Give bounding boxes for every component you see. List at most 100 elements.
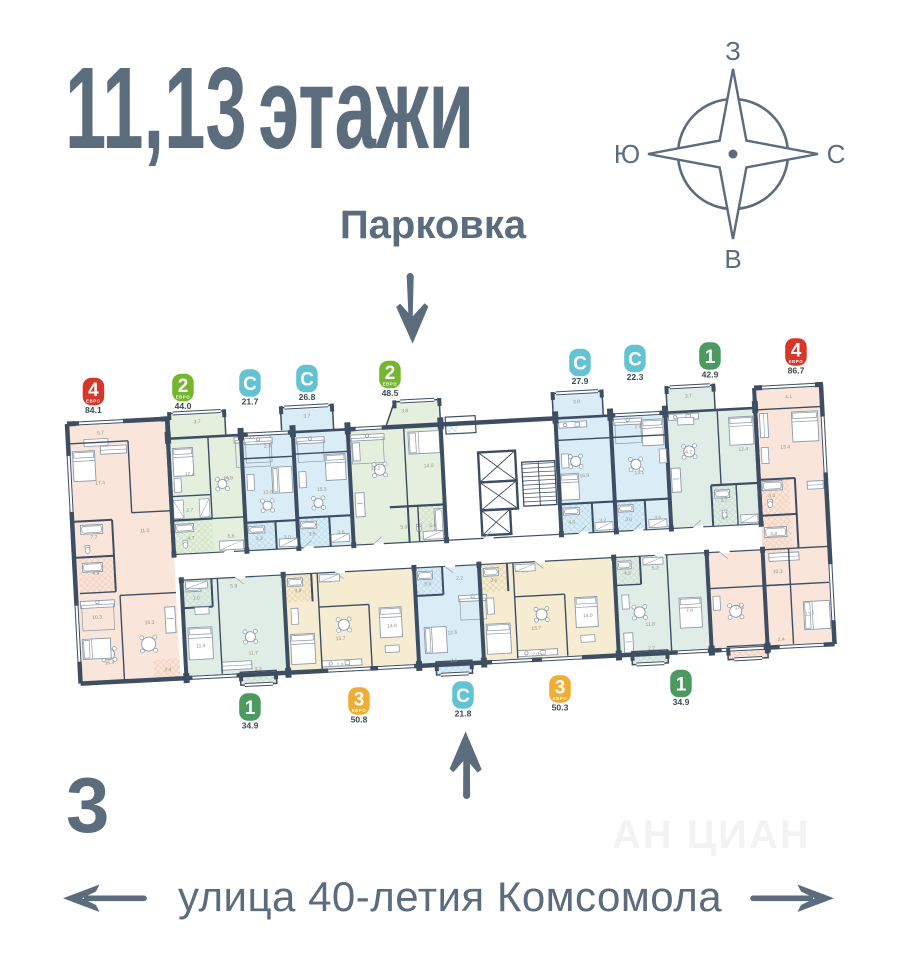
svg-text:15.2: 15.2 bbox=[371, 466, 381, 473]
svg-text:4.0: 4.0 bbox=[568, 520, 575, 526]
svg-text:42.9: 42.9 bbox=[702, 370, 719, 380]
svg-text:11.0: 11.0 bbox=[140, 528, 150, 534]
svg-text:1: 1 bbox=[676, 675, 687, 696]
svg-text:16.9: 16.9 bbox=[579, 473, 589, 480]
svg-text:2.4: 2.4 bbox=[264, 443, 271, 449]
svg-text:34.9: 34.9 bbox=[242, 721, 259, 731]
svg-text:4.5: 4.5 bbox=[624, 571, 631, 577]
svg-text:10.3: 10.3 bbox=[92, 614, 102, 621]
svg-text:11,13: 11,13 bbox=[65, 43, 247, 173]
svg-text:3: 3 bbox=[354, 690, 365, 711]
svg-text:3.9: 3.9 bbox=[294, 588, 301, 594]
svg-text:2.2: 2.2 bbox=[456, 575, 463, 581]
svg-text:17.6: 17.6 bbox=[735, 605, 745, 612]
svg-text:4.8: 4.8 bbox=[770, 531, 777, 537]
svg-text:3.0: 3.0 bbox=[284, 534, 291, 540]
svg-text:22.3: 22.3 bbox=[627, 372, 644, 382]
svg-text:14.0: 14.0 bbox=[583, 613, 593, 620]
svg-text:14.9: 14.9 bbox=[223, 475, 233, 482]
svg-text:2.2: 2.2 bbox=[648, 646, 655, 652]
svg-text:2.4: 2.4 bbox=[164, 667, 171, 673]
svg-text:АН ЦИАН: АН ЦИАН bbox=[612, 813, 811, 857]
svg-text:Парковка: Парковка bbox=[340, 203, 527, 247]
svg-text:14.0: 14.0 bbox=[424, 463, 434, 470]
svg-text:21.8: 21.8 bbox=[455, 709, 472, 719]
svg-text:7.7: 7.7 bbox=[90, 535, 97, 541]
svg-text:5.2: 5.2 bbox=[652, 565, 659, 571]
svg-text:3.6: 3.6 bbox=[654, 515, 661, 521]
svg-text:этажи: этажи bbox=[258, 43, 474, 173]
svg-text:15.7: 15.7 bbox=[531, 625, 541, 632]
svg-text:С: С bbox=[628, 350, 642, 371]
svg-text:4.1: 4.1 bbox=[785, 394, 792, 400]
svg-text:11.7: 11.7 bbox=[805, 611, 815, 617]
svg-text:44.0: 44.0 bbox=[175, 401, 192, 411]
svg-text:3.7: 3.7 bbox=[685, 393, 692, 399]
svg-text:С: С bbox=[456, 686, 470, 707]
svg-text:В: В bbox=[724, 244, 741, 274]
svg-text:3.7: 3.7 bbox=[193, 419, 200, 425]
svg-text:С: С bbox=[243, 374, 257, 395]
svg-text:3.7: 3.7 bbox=[303, 413, 310, 419]
svg-text:7.6: 7.6 bbox=[686, 607, 693, 613]
svg-text:2.0: 2.0 bbox=[336, 662, 343, 668]
svg-text:2.0: 2.0 bbox=[532, 652, 539, 658]
svg-text:5.7: 5.7 bbox=[97, 430, 104, 436]
svg-text:34.9: 34.9 bbox=[673, 697, 690, 707]
svg-text:21.7: 21.7 bbox=[242, 397, 259, 407]
svg-text:З: З bbox=[725, 36, 741, 66]
svg-text:3.2: 3.2 bbox=[768, 493, 775, 499]
svg-text:2: 2 bbox=[385, 363, 396, 384]
svg-text:ЕВРО: ЕВРО bbox=[352, 708, 367, 713]
svg-text:3.3: 3.3 bbox=[254, 666, 261, 672]
svg-text:2.7: 2.7 bbox=[186, 508, 193, 514]
svg-text:4.7: 4.7 bbox=[188, 535, 195, 541]
svg-text:11.4: 11.4 bbox=[196, 643, 206, 649]
svg-text:14.2: 14.2 bbox=[682, 449, 692, 456]
svg-text:50.8: 50.8 bbox=[351, 715, 368, 725]
svg-text:26.8: 26.8 bbox=[299, 392, 316, 402]
svg-text:4: 4 bbox=[88, 380, 99, 401]
svg-text:16.3: 16.3 bbox=[145, 620, 155, 627]
svg-text:ЕВРО: ЕВРО bbox=[383, 381, 398, 386]
svg-text:12.5: 12.5 bbox=[447, 630, 457, 637]
svg-text:С: С bbox=[827, 139, 846, 169]
svg-text:12.4: 12.4 bbox=[738, 446, 748, 453]
svg-text:84.1: 84.1 bbox=[85, 405, 102, 415]
svg-text:11.8: 11.8 bbox=[645, 621, 655, 627]
svg-text:86.7: 86.7 bbox=[788, 366, 805, 376]
svg-text:17.4: 17.4 bbox=[95, 480, 105, 487]
svg-text:14.8: 14.8 bbox=[387, 623, 397, 630]
svg-text:1: 1 bbox=[245, 698, 256, 719]
svg-text:5.5: 5.5 bbox=[424, 581, 431, 587]
svg-text:5.8: 5.8 bbox=[230, 583, 237, 589]
svg-text:3.0: 3.0 bbox=[625, 517, 632, 523]
svg-text:улица 40-летия Комсомола: улица 40-летия Комсомола bbox=[178, 873, 722, 920]
svg-text:13.1: 13.1 bbox=[634, 470, 644, 477]
svg-text:50.3: 50.3 bbox=[552, 703, 569, 713]
svg-text:ЕВРО: ЕВРО bbox=[789, 359, 804, 364]
svg-text:3.3: 3.3 bbox=[256, 536, 263, 542]
svg-text:2.6: 2.6 bbox=[450, 658, 457, 664]
svg-text:15.4: 15.4 bbox=[105, 660, 115, 667]
svg-text:С: С bbox=[573, 354, 587, 375]
svg-text:4.9: 4.9 bbox=[92, 571, 99, 577]
svg-text:5.6: 5.6 bbox=[227, 533, 234, 539]
svg-text:5.4: 5.4 bbox=[429, 523, 436, 529]
svg-text:3.8: 3.8 bbox=[401, 408, 408, 414]
svg-text:С: С bbox=[300, 370, 314, 391]
svg-text:ЕВРО: ЕВРО bbox=[86, 398, 101, 403]
svg-text:5.0: 5.0 bbox=[400, 524, 407, 530]
svg-text:15.7: 15.7 bbox=[336, 636, 346, 643]
svg-text:3: 3 bbox=[555, 678, 566, 699]
svg-text:27.9: 27.9 bbox=[572, 376, 589, 386]
svg-text:3: 3 bbox=[66, 761, 109, 849]
svg-text:3.8: 3.8 bbox=[573, 399, 580, 405]
svg-text:3.7: 3.7 bbox=[720, 498, 727, 504]
svg-text:2.4: 2.4 bbox=[634, 424, 641, 430]
svg-text:3.9: 3.9 bbox=[308, 531, 315, 537]
svg-text:2: 2 bbox=[178, 376, 189, 397]
svg-text:1.0: 1.0 bbox=[193, 595, 200, 601]
svg-text:11.7: 11.7 bbox=[248, 650, 258, 656]
svg-text:3.6: 3.6 bbox=[490, 578, 497, 584]
